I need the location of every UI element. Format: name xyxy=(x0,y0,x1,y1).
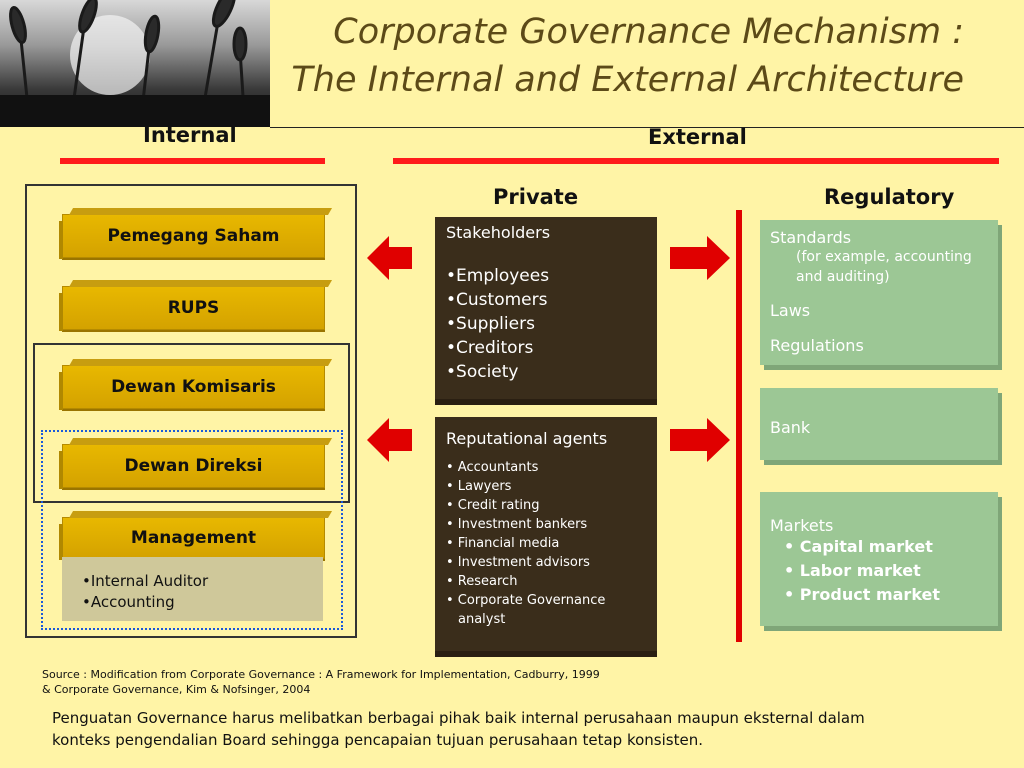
executive-dotted-outline xyxy=(41,430,343,630)
markets-title: Markets xyxy=(770,516,834,535)
agent-accountants: • Accountants xyxy=(446,460,539,475)
agent-investment-bankers: • Investment bankers xyxy=(446,517,588,532)
dewan-komisaris-box: Dewan Komisaris xyxy=(59,359,333,410)
internal-frame xyxy=(25,184,357,638)
source-citation: Source : Modification from Corporate Gov… xyxy=(42,667,600,697)
stakeholder-creditors: •Creditors xyxy=(446,338,534,358)
agent-investment-advisors: • Investment advisors xyxy=(446,555,590,570)
regulatory-label: Regulatory xyxy=(824,185,955,209)
laws-label: Laws xyxy=(770,301,811,320)
internal-label: Internal xyxy=(143,123,237,147)
agent-credit-rating: • Credit rating xyxy=(446,498,540,513)
management-detail-internal-auditor: •Internal Auditor xyxy=(82,572,209,590)
market-product: • Product market xyxy=(784,585,941,604)
market-labor: • Labor market xyxy=(784,561,921,580)
header-divider xyxy=(270,127,1024,128)
agent-lawyers: • Lawyers xyxy=(446,479,512,494)
management-detail-accounting: •Accounting xyxy=(82,593,175,611)
external-red-bar xyxy=(393,158,999,164)
pemegang-saham-box: Pemegang Saham xyxy=(59,208,333,259)
arrow-left-1-icon xyxy=(367,236,412,280)
management-details: •Internal Auditor •Accounting xyxy=(62,557,323,621)
stakeholders-title: Stakeholders xyxy=(446,223,551,242)
markets-box: Markets • Capital market • Labor market … xyxy=(760,492,998,626)
internal-red-bar xyxy=(60,158,325,164)
regulations-label: Regulations xyxy=(770,336,864,355)
standards-box: Standards (for example, accounting and a… xyxy=(760,220,998,365)
stakeholder-employees: •Employees xyxy=(446,266,550,286)
agent-analyst: analyst xyxy=(458,612,506,627)
title-line-2: The Internal and External Architecture xyxy=(291,60,964,100)
bank-label: Bank xyxy=(770,418,811,437)
stakeholder-suppliers: •Suppliers xyxy=(446,314,535,334)
agent-corporate-governance: • Corporate Governance xyxy=(446,593,606,608)
stakeholders-box: Stakeholders •Employees •Customers •Supp… xyxy=(435,217,657,399)
standards-note: (for example, accounting and auditing) xyxy=(796,249,972,285)
agent-research: • Research xyxy=(446,574,518,589)
arrow-left-2-icon xyxy=(367,418,412,462)
source-line-1: Source : Modification from Corporate Gov… xyxy=(42,668,600,681)
stakeholder-society: •Society xyxy=(446,362,519,382)
arrow-right-1-icon xyxy=(670,236,730,280)
private-regulatory-divider xyxy=(736,210,742,642)
rups-label: RUPS xyxy=(167,298,220,318)
wheat-photo xyxy=(0,0,270,127)
reputational-agents-box: Reputational agents • Accountants • Lawy… xyxy=(435,417,657,651)
arrow-right-2-icon xyxy=(670,418,730,462)
standards-title: Standards xyxy=(770,228,852,247)
management-box: Management xyxy=(59,511,333,560)
source-line-2: & Corporate Governance, Kim & Nofsinger,… xyxy=(42,683,311,696)
market-capital: • Capital market xyxy=(784,537,933,556)
dewan-komisaris-label: Dewan Komisaris xyxy=(111,377,276,397)
pemegang-saham-label: Pemegang Saham xyxy=(107,226,280,246)
management-label: Management xyxy=(130,528,257,548)
note-line-2: konteks pengendalian Board sehingga penc… xyxy=(52,731,703,749)
reputational-agents-title: Reputational agents xyxy=(446,429,608,448)
board-outline xyxy=(33,343,350,503)
bank-box: Bank xyxy=(760,388,998,460)
private-label: Private xyxy=(493,185,579,209)
dewan-direksi-label: Dewan Direksi xyxy=(124,456,263,476)
rups-box: RUPS xyxy=(59,280,333,331)
external-label: External xyxy=(648,125,747,149)
stakeholder-customers: •Customers xyxy=(446,290,548,310)
note-line-1: Penguatan Governance harus melibatkan be… xyxy=(52,709,865,727)
dewan-direksi-box: Dewan Direksi xyxy=(59,438,333,489)
summary-note: Penguatan Governance harus melibatkan be… xyxy=(52,707,932,751)
title-line-1: Corporate Governance Mechanism : xyxy=(333,12,964,52)
agent-financial-media: • Financial media xyxy=(446,536,560,551)
